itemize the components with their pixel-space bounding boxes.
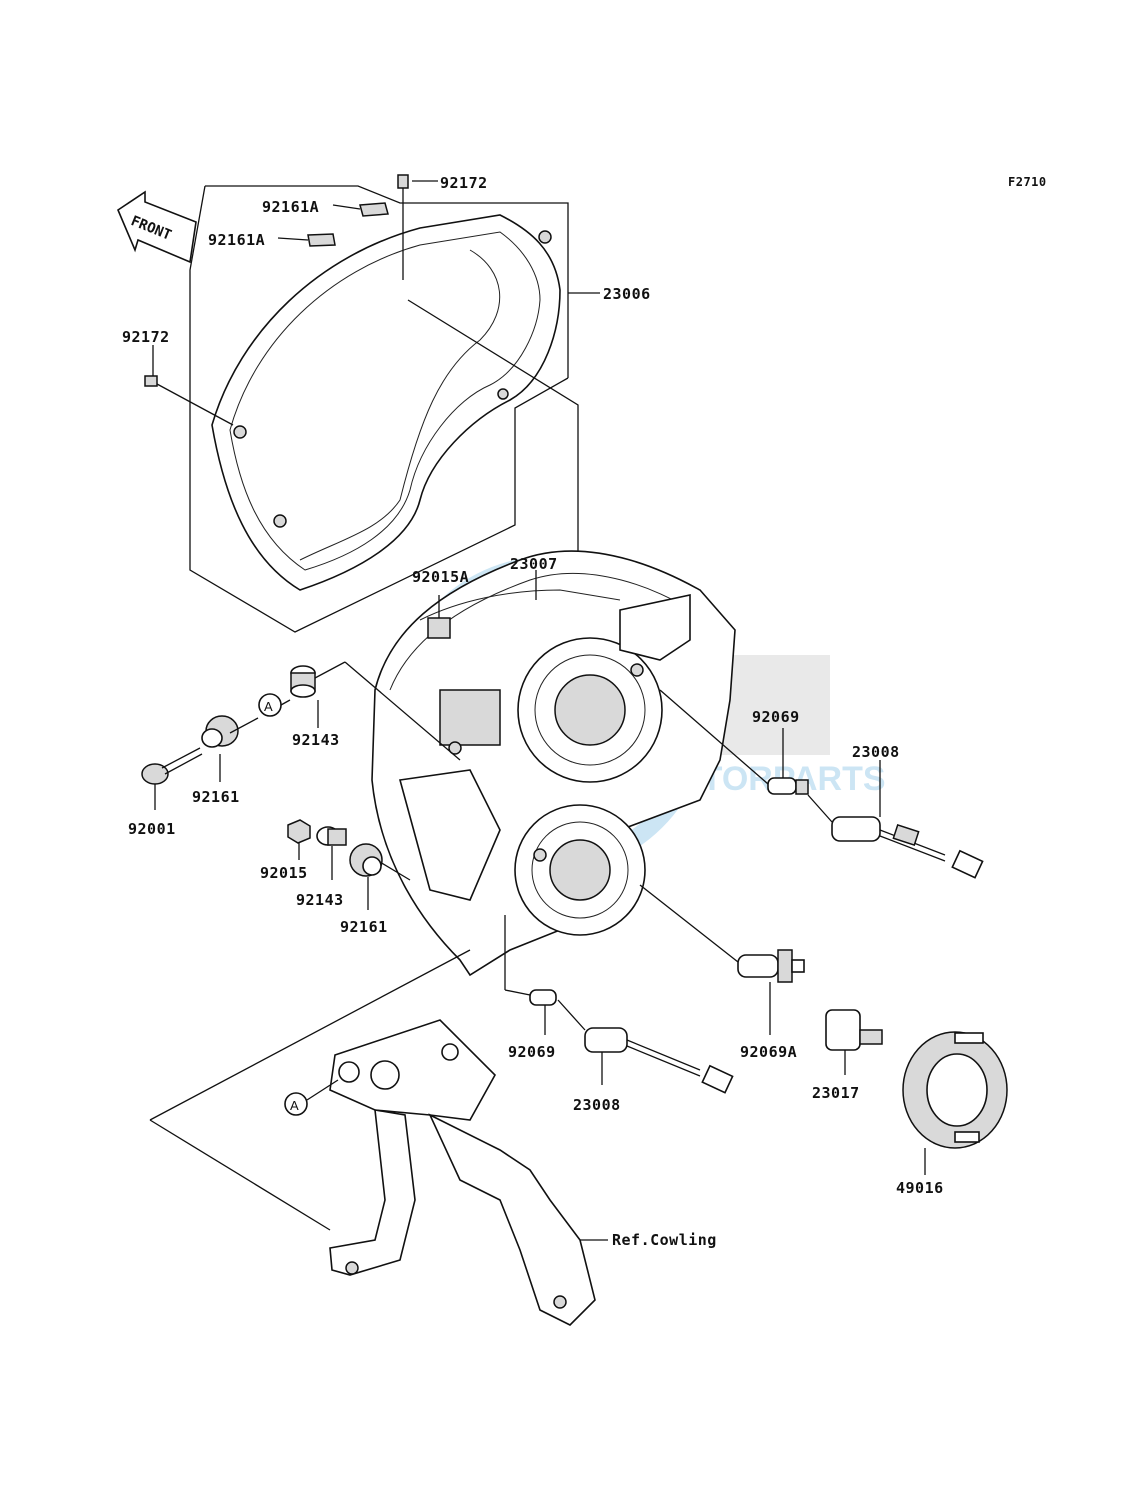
- nut-92015: [287, 819, 311, 860]
- callout-92161A-1: 92161A: [262, 198, 319, 216]
- collar-92143-upper: [290, 661, 461, 761]
- callout-92143-1: 92143: [292, 731, 340, 749]
- bulb-92069-upper: [659, 689, 809, 795]
- callout-23007: 23007: [510, 555, 558, 573]
- socket-23008-lower: [557, 999, 734, 1094]
- svg-text:A: A: [290, 1098, 299, 1113]
- headlight-housing: [371, 550, 736, 977]
- callout-23017: 23017: [812, 1084, 860, 1102]
- callout-92069-1: 92069: [752, 708, 800, 726]
- callout-49016: 49016: [896, 1179, 944, 1197]
- callout-ref-cowling: Ref.Cowling: [612, 1231, 717, 1249]
- figure-code: F2710: [1008, 175, 1047, 189]
- pad-92161A-2: [277, 233, 336, 247]
- callout-23008-1: 23008: [852, 743, 900, 761]
- callout-92015: 92015: [260, 864, 308, 882]
- callout-92161-1: 92161: [192, 788, 240, 806]
- ref-marker-a-upper: A: [258, 693, 291, 717]
- grommet-92161-upper: [201, 715, 259, 782]
- cap-49016: [902, 1031, 1008, 1175]
- screw-92172-left: [144, 345, 234, 426]
- collar-92143-lower: [316, 826, 347, 880]
- pad-92161A-1: [332, 202, 389, 217]
- socket-23008-upper: [807, 760, 984, 879]
- callout-92069A: 92069A: [740, 1043, 797, 1061]
- callout-92172-left: 92172: [122, 328, 170, 346]
- callout-92015A: 92015A: [412, 568, 469, 586]
- front-arrow-icon: FRONT: [117, 190, 197, 264]
- socket-23017: [825, 1009, 883, 1075]
- callout-92143-2: 92143: [296, 891, 344, 909]
- callout-23008-2: 23008: [573, 1096, 621, 1114]
- callout-92161-2: 92161: [340, 918, 388, 936]
- screw-92172-top: [397, 174, 438, 280]
- callout-92069-2: 92069: [508, 1043, 556, 1061]
- ref-marker-a-lower: A: [284, 1079, 339, 1116]
- bulb-92069-lower: [504, 915, 557, 1035]
- headlight-stay-bracket: [149, 949, 608, 1326]
- clip-92015A: [427, 595, 451, 639]
- headlight-cover: [211, 214, 561, 591]
- callout-92001: 92001: [128, 820, 176, 838]
- grommet-92161-lower: [349, 843, 411, 910]
- bulb-92069A: [639, 884, 805, 1035]
- callout-92172-top: 92172: [440, 174, 488, 192]
- bolt-92001: [141, 747, 203, 810]
- cover-frame-lines: [189, 185, 600, 633]
- callout-23006: 23006: [603, 285, 651, 303]
- svg-text:A: A: [264, 699, 273, 714]
- callout-92161A-2: 92161A: [208, 231, 265, 249]
